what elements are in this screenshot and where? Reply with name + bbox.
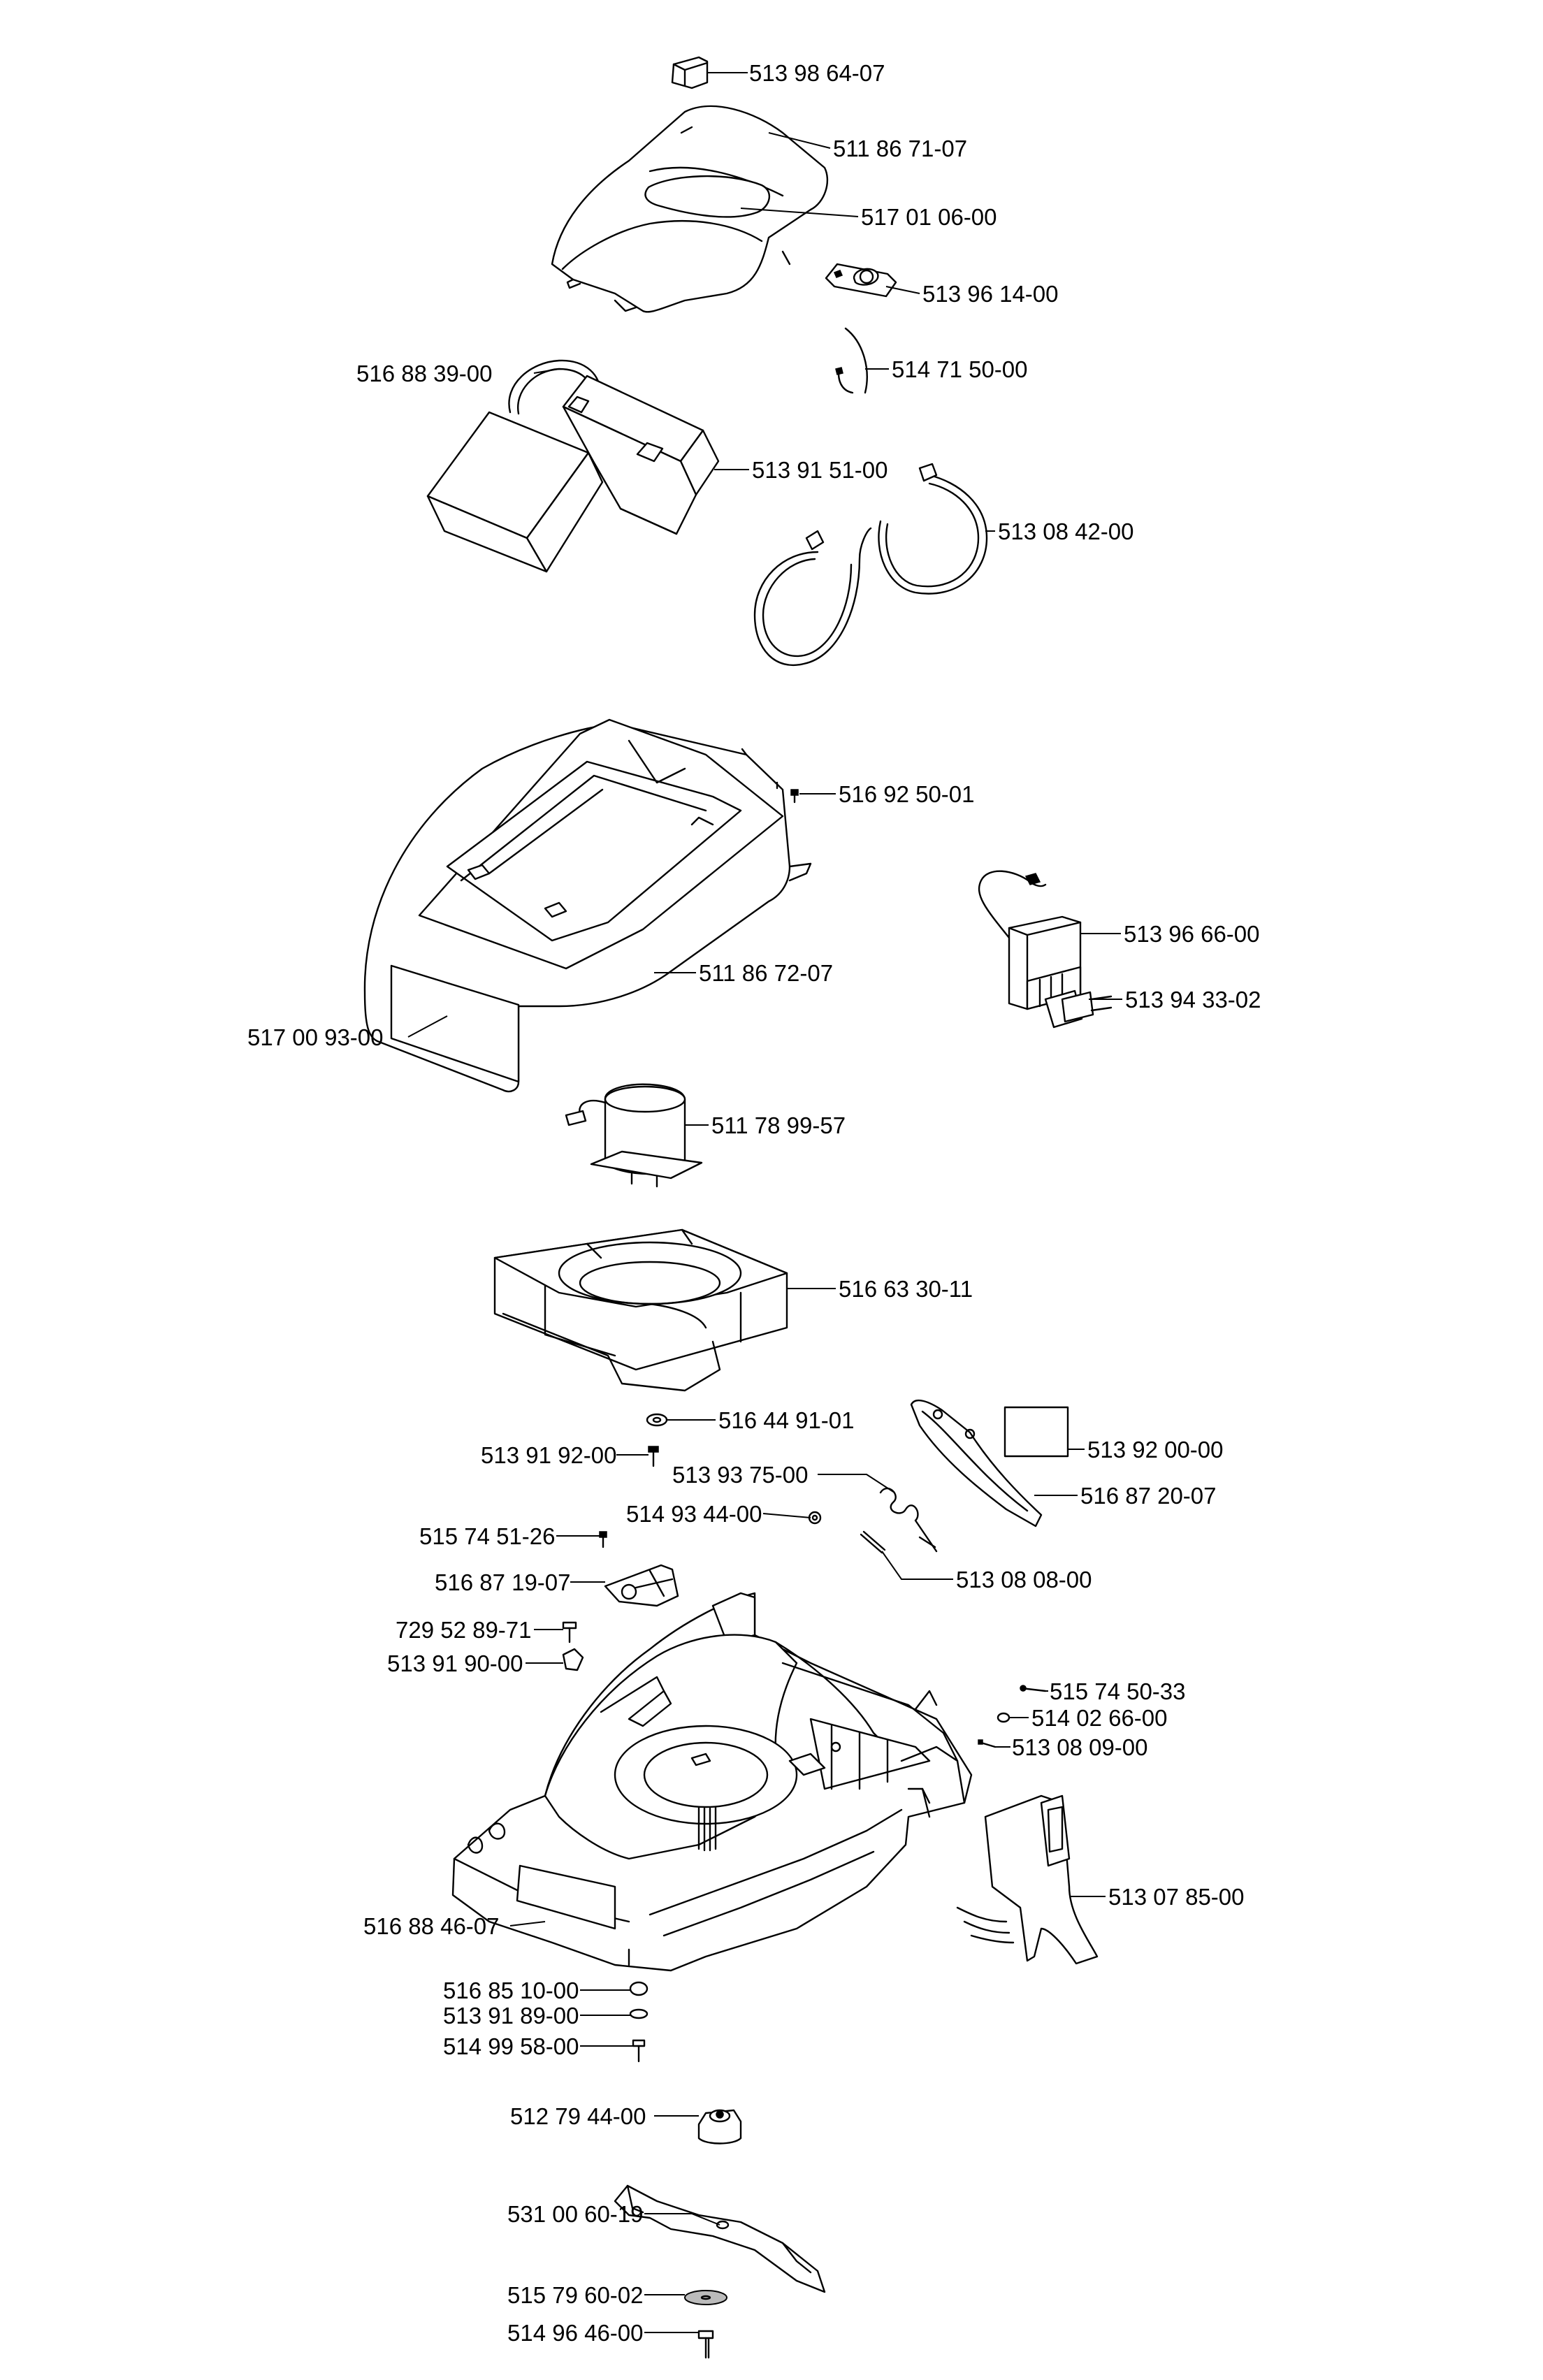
part-label-513-08-42-00: 513 08 42-00 <box>998 518 1134 544</box>
part-label-513-08-08-00: 513 08 08-00 <box>956 1567 1092 1592</box>
rear-flap-arm-drawing <box>910 1399 1043 1528</box>
washer-drawing <box>646 1413 668 1427</box>
bolt-drawing <box>648 1446 659 1467</box>
part-label-513-91-90-00: 513 91 90-00 <box>387 1650 523 1676</box>
top-cover-drawing <box>551 105 829 313</box>
part-label-513-91-51-00: 513 91 51-00 <box>752 457 888 483</box>
part-label-513-07-85-00: 513 07 85-00 <box>1108 1884 1245 1910</box>
part-label-513-08-09-00: 513 08 09-00 <box>1012 1734 1148 1760</box>
small-screw-drawing <box>599 1531 607 1548</box>
part-label-511-86-72-07: 511 86 72-07 <box>699 960 833 986</box>
part-label-514-93-44-00: 514 93 44-00 <box>626 1501 762 1527</box>
part-label-514-71-50-00: 514 71 50-00 <box>892 356 1028 382</box>
part-label-517-00-93-00: 517 00 93-00 <box>247 1024 384 1050</box>
motor-drawing <box>565 1083 703 1188</box>
part-label-531-00-60-19: 531 00 60-19 <box>507 2201 644 2227</box>
part-label-512-79-44-00: 512 79 44-00 <box>510 2103 646 2129</box>
part-label-516-63-30-11: 516 63 30-11 <box>839 1276 973 1302</box>
plug-drawing <box>1044 989 1113 1029</box>
part-label-516-85-10-00: 516 85 10-00 <box>443 1978 579 2003</box>
part-labels: 513 98 64-07 511 86 71-07 517 01 06-00 5… <box>247 60 1261 2346</box>
battery-box-drawing <box>562 375 720 535</box>
part-label-729-52-89-71: 729 52 89-71 <box>396 1617 532 1643</box>
blade-drawing <box>614 2184 826 2293</box>
height-adjust-lever-drawing <box>604 1564 679 1607</box>
shoulder-bolt-drawing <box>632 2039 646 2063</box>
leader-lines <box>407 72 1122 2333</box>
flat-washer-drawing <box>629 2008 649 2019</box>
pin-right-drawing <box>978 1739 997 1748</box>
part-label-513-91-89-00: 513 91 89-00 <box>443 2003 579 2029</box>
part-label-511-78-99-57: 511 78 99-57 <box>711 1112 846 1138</box>
part-label-514-96-46-00: 514 96 46-00 <box>507 2320 644 2346</box>
hood-drawing <box>363 718 812 1093</box>
motor-mount-drawing <box>493 1228 788 1392</box>
part-label-511-86-71-07: 511 86 71-07 <box>833 136 967 161</box>
rear-flap-drawing <box>956 1794 1099 1965</box>
part-label-513-94-33-02: 513 94 33-02 <box>1125 987 1261 1013</box>
blade-adapter-drawing <box>697 2109 742 2145</box>
part-label-513-96-14-00: 513 96 14-00 <box>922 281 1059 307</box>
rod-drawing <box>860 1530 886 1554</box>
charger-drawing <box>978 870 1082 1010</box>
part-label-515-74-50-33: 515 74 50-33 <box>1050 1678 1186 1704</box>
part-label-513-96-66-00: 513 96 66-00 <box>1124 921 1260 947</box>
pin-bolt-drawing <box>562 1621 577 1643</box>
wire-harness-drawing <box>753 463 988 666</box>
spring-drawing <box>879 1487 938 1553</box>
screw-right-drawing <box>1020 1685 1047 1692</box>
screw-drawing <box>790 789 799 804</box>
blade-bolt-drawing <box>697 2330 714 2359</box>
part-label-516-44-91-01: 516 44 91-01 <box>718 1407 855 1433</box>
part-label-517-01-06-00: 517 01 06-00 <box>861 204 997 230</box>
short-wire-drawing <box>835 327 868 394</box>
part-label-516-88-39-00: 516 88 39-00 <box>356 361 493 386</box>
mower-deck-drawing <box>451 1592 973 1972</box>
part-label-515-79-60-02: 515 79 60-02 <box>507 2282 644 2308</box>
part-label-513-98-64-07: 513 98 64-07 <box>749 60 885 86</box>
switch-board-drawing <box>825 263 897 298</box>
part-label-514-02-66-00: 514 02 66-00 <box>1031 1705 1168 1731</box>
washer-right-drawing <box>997 1712 1010 1723</box>
latch-clip-drawing <box>671 56 709 89</box>
label-plate-drawing <box>1004 1406 1069 1458</box>
part-label-513-91-92-00: 513 91 92-00 <box>481 1442 617 1468</box>
clip-drawing <box>562 1648 584 1671</box>
nut-drawing <box>808 1511 822 1525</box>
spacer-drawing <box>629 1981 649 1996</box>
part-label-515-74-51-26: 515 74 51-26 <box>419 1523 556 1549</box>
part-label-516-92-50-01: 516 92 50-01 <box>839 781 975 807</box>
blade-washer-drawing <box>684 2290 727 2305</box>
part-label-513-92-00-00: 513 92 00-00 <box>1087 1437 1224 1463</box>
part-label-516-88-46-07: 516 88 46-07 <box>363 1913 500 1939</box>
part-label-516-87-19-07: 516 87 19-07 <box>435 1569 571 1595</box>
part-label-514-99-58-00: 514 99 58-00 <box>443 2033 579 2059</box>
part-label-513-93-75-00: 513 93 75-00 <box>672 1462 809 1488</box>
part-label-516-87-20-07: 516 87 20-07 <box>1080 1483 1217 1509</box>
